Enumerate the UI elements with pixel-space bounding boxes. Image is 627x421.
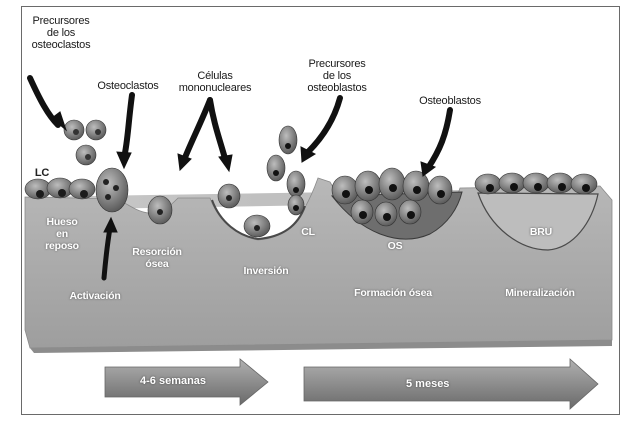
timeline-label-1: 4-6 semanas bbox=[140, 375, 206, 387]
label-line: Células bbox=[170, 70, 260, 82]
label-formacion-osea: Formación ósea bbox=[338, 287, 448, 299]
osteoclast-cell bbox=[96, 168, 128, 212]
label-hueso-en-reposo: Hueso en reposo bbox=[34, 216, 90, 252]
label-line: ósea bbox=[124, 258, 190, 270]
lining-cells-right bbox=[475, 173, 597, 194]
label-line: osteoblastos bbox=[300, 82, 374, 94]
label-os: OS bbox=[382, 240, 408, 252]
timeline-arrow-2 bbox=[304, 359, 598, 409]
label-cl: CL bbox=[296, 226, 320, 238]
label-activacion: Activación bbox=[60, 290, 130, 302]
label-precursores-osteoclastos: Precursores de los osteoclastos bbox=[26, 15, 96, 51]
timeline-label-2: 5 meses bbox=[406, 378, 449, 390]
lining-cells-left bbox=[25, 178, 95, 199]
label-line: de los bbox=[26, 27, 96, 39]
label-line: Resorción bbox=[124, 246, 190, 258]
label-line: Precursores bbox=[26, 15, 96, 27]
label-line: reposo bbox=[34, 240, 90, 252]
osteoclast-precursor-cells bbox=[64, 120, 106, 165]
label-line: de los bbox=[300, 70, 374, 82]
label-line: Precursores bbox=[300, 58, 374, 70]
label-lc: LC bbox=[32, 167, 52, 179]
label-line: mononucleares bbox=[170, 82, 260, 94]
label-line: en bbox=[34, 228, 90, 240]
label-line: osteoclastos bbox=[26, 39, 96, 51]
label-precursores-osteoblastos: Precursores de los osteoblastos bbox=[300, 58, 374, 94]
resorption-cell bbox=[148, 196, 172, 224]
label-mineralizacion: Mineralización bbox=[490, 287, 590, 299]
label-osteoclastos: Osteoclastos bbox=[88, 80, 168, 92]
label-bru: BRU bbox=[526, 226, 556, 238]
label-inversion: Inversión bbox=[236, 265, 296, 277]
label-resorcion-osea: Resorción ósea bbox=[124, 246, 190, 270]
label-osteoblastos: Osteoblastos bbox=[410, 95, 490, 107]
label-line: Hueso bbox=[34, 216, 90, 228]
label-celulas-mononucleares: Células mononucleares bbox=[170, 70, 260, 94]
